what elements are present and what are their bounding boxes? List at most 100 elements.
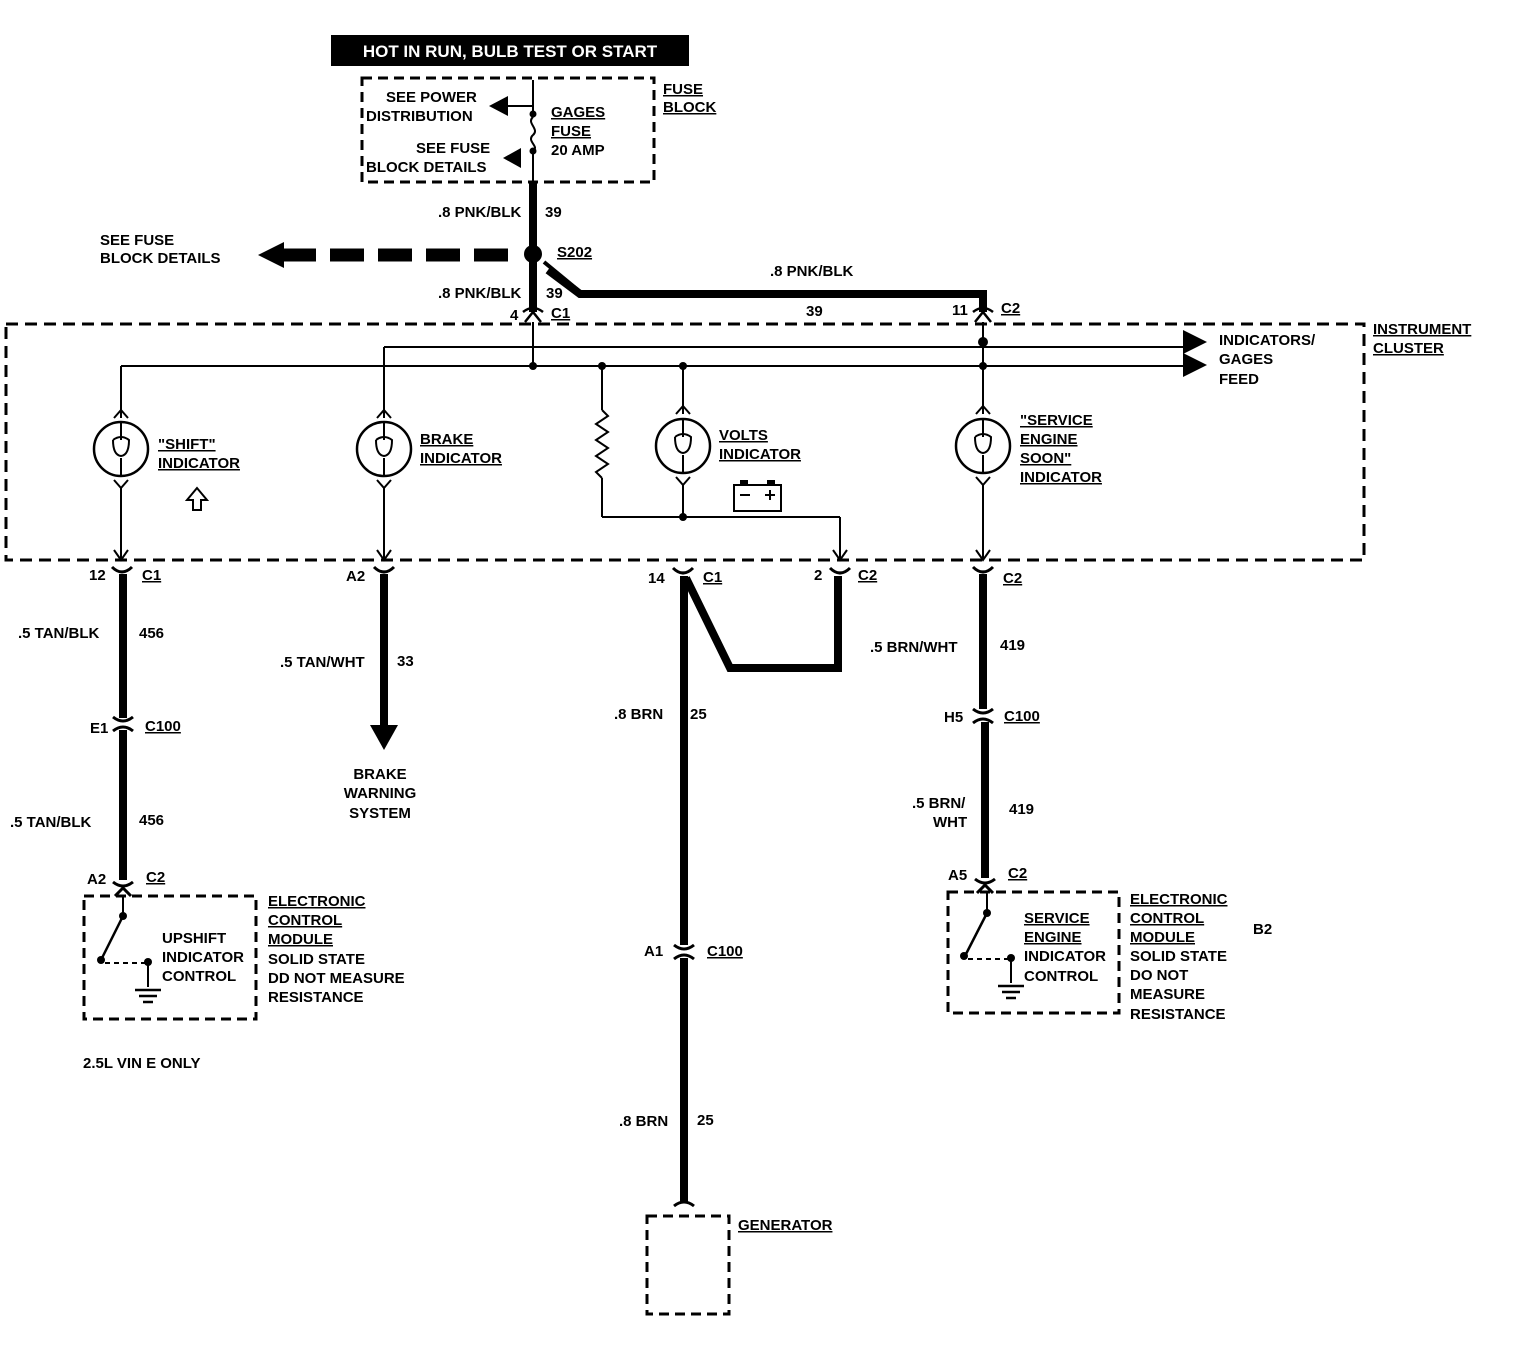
upshift-control-label: UPSHIFT [162,930,226,947]
ses-indicator-bulb-icon [974,419,993,473]
connector-ecm-a2 [112,880,134,898]
wire-25-circuit: 25 [697,1112,714,1129]
generator-box [645,1214,731,1316]
wire-39-down-circuit: 39 [546,285,563,302]
shift-indicator-label: INDICATOR [158,455,240,472]
wire-456-circuit: 456 [139,625,164,642]
c2-pin-number: 11 [952,302,968,319]
switch-contact [960,952,968,960]
ses-control-label: INDICATOR [1024,948,1106,965]
instrument-cluster-label: CLUSTER [1373,340,1444,357]
c1-connector-label: C1 [551,305,570,322]
fuse-icon [530,116,536,151]
ses-connector-label: C2 [1003,570,1022,587]
wire-39-down-label: .8 PNK/BLK [438,285,522,302]
see-fuse-block-details-text: SEE FUSE [416,140,490,157]
ground-icon [998,984,1024,1000]
connector-c1-pin12 [110,565,134,574]
brake-warning-system-label: WARNING [344,785,417,802]
wire-39-top-label: .8 PNK/BLK [438,204,522,221]
connector-c1-pin14 [671,566,695,575]
cluster-output-arrow-icon [113,549,129,562]
connector-c2-pin11 [972,306,994,323]
brake-pin-number: A2 [346,568,365,585]
ecm-left-box [82,894,258,1021]
splice-label: S202 [557,244,592,261]
ecm-left-label: ELECTRONIC [268,893,366,910]
ecm-left-note: SOLID STATE [268,951,365,968]
brake-warning-system-label: SYSTEM [349,805,411,822]
ecm-left-note: DD NOT MEASURE [268,970,405,987]
cluster-output-arrow-icon [376,549,392,562]
switch-contact [97,956,105,964]
fuse-block-box [360,76,656,184]
fuse-rating: 20 AMP [551,142,605,159]
c2-connector-label: C2 [1001,300,1020,317]
splice-s202 [524,245,542,263]
ecm-pin-a2: A2 [87,871,106,888]
c100-pin-h5: H5 [944,709,963,726]
wire-25-label: .8 BRN [619,1113,668,1130]
see-fuse-arrow-icon [258,242,284,268]
fuse-name: FUSE [551,123,591,140]
wire-25-label: .8 BRN [614,706,663,723]
wire-419-label: WHT [933,814,967,831]
shift-indicator-bulb-icon [112,422,131,476]
see-fuse-details-text: BLOCK DETAILS [100,250,221,267]
upshift-arrow-icon [184,486,210,511]
wire-39-top-circuit: 39 [545,204,562,221]
volts-indicator-label: VOLTS [719,427,768,444]
ses-ecm-connector-label: C2 [1008,865,1027,882]
wire-33-circuit: 33 [397,653,414,670]
wire-419-circuit: 419 [1000,637,1025,654]
brake-indicator-label: BRAKE [420,431,473,448]
banner-text: HOT IN RUN, BULB TEST OR START [363,42,658,61]
brake-arrow-icon [370,725,398,750]
wire-419-label: .5 BRN/WHT [870,639,958,656]
ecm-left-label: CONTROL [268,912,342,929]
gen-c2-label: C2 [858,567,877,584]
switch-icon [100,915,125,959]
connector-c1-pin4 [522,306,544,323]
ses-control-label: SERVICE [1024,910,1090,927]
wire-456-label: .5 TAN/BLK [18,625,100,642]
ecm-right-label: MODULE [1130,929,1195,946]
ecm-right-ref: B2 [1253,921,1272,938]
connector-ecm-a5 [974,877,996,895]
wire-419-circuit: 419 [1009,801,1034,818]
wire-39-right-label: .8 PNK/BLK [770,263,854,280]
c100-pin-a1: A1 [644,943,663,960]
brake-warning-system-label: BRAKE [353,766,406,783]
c100-pin-e1: E1 [90,720,108,737]
indicators-gages-feed-label: FEED [1219,371,1259,388]
ses-indicator-label: SOON" [1020,450,1071,467]
ecm-left-label: MODULE [268,931,333,948]
ecm-right-label: CONTROL [1130,910,1204,927]
ecm-right-note: DO NOT [1130,967,1188,984]
fuse-name: GAGES [551,104,605,121]
wire-419-label: .5 BRN/ [912,795,966,812]
wire-25-loop [682,576,842,672]
connector-c100-h5 [972,707,994,725]
ground-icon [135,988,161,1004]
cluster-output-arrow-icon [975,549,991,562]
vin-footnote: 2.5L VIN E ONLY [83,1055,201,1072]
instrument-cluster-label: INSTRUMENT [1373,321,1471,338]
brake-indicator-bulb-icon [375,422,394,476]
ses-control-label: ENGINE [1024,929,1082,946]
cluster-output-arrow-icon [832,549,848,562]
ecm-connector-label: C2 [146,869,165,886]
shift-pin-number: 12 [89,567,106,584]
connector-c100-e1 [112,715,134,733]
ecm-pin-a5: A5 [948,867,967,884]
power-distribution-arrow-icon [489,96,508,116]
ecm-left-note: RESISTANCE [268,989,364,1006]
banner-box [331,35,689,66]
switch-icon [964,912,989,955]
fuse-block-label: BLOCK [663,99,716,116]
ses-c100-label: C100 [1004,708,1040,725]
ecm-right-note: SOLID STATE [1130,948,1227,965]
volts-indicator-bulb-icon [674,419,693,473]
generator-label: GENERATOR [738,1217,833,1234]
